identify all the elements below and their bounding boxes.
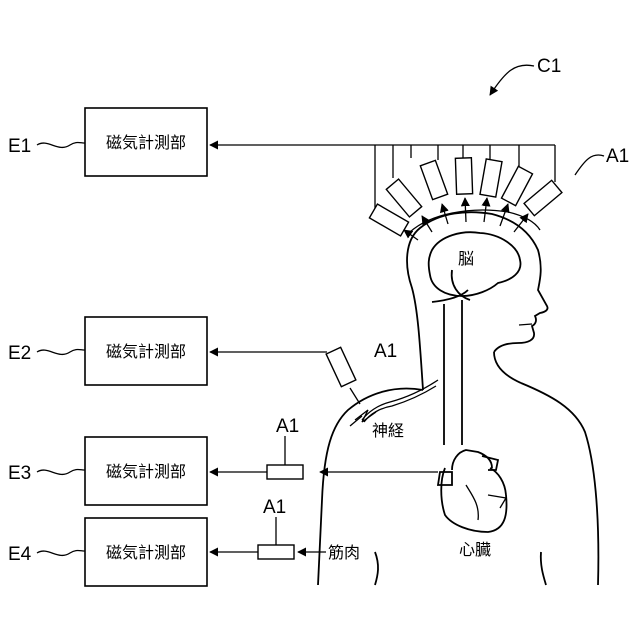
measurement-unit-e1: 磁気計測部 E1 (8, 108, 207, 176)
heart-label: 心臓 (459, 540, 491, 559)
heart-top (452, 450, 492, 470)
measurement-unit-e2: 磁気計測部 E2 (8, 317, 207, 385)
sensor (386, 179, 421, 217)
nerve-branch (350, 416, 362, 426)
sensor (326, 347, 356, 386)
brain-field-arrow (514, 214, 528, 232)
unit-id: E3 (8, 463, 31, 484)
unit-label: 磁気計測部 (106, 543, 186, 562)
mouth (519, 324, 532, 325)
leader-line (37, 551, 85, 556)
brain-field-arrow (500, 204, 508, 226)
sensor-array-leader (575, 155, 604, 175)
brain: 脳 (429, 232, 521, 302)
sensor (480, 159, 502, 197)
measurement-unit-e4: 磁気計測部 E4 (8, 518, 207, 586)
measurement-unit-e3: 磁気計測部 E3 (8, 437, 207, 505)
human-body-outline (318, 212, 598, 585)
unit-id: E1 (8, 136, 31, 157)
sensor (420, 160, 447, 199)
brain-sensor-array: A1 (210, 145, 629, 240)
sensor-lead (350, 388, 360, 404)
diagram-id-arrow (490, 65, 534, 95)
leader-line (37, 350, 85, 355)
nerve-sensor: A1 (210, 341, 397, 404)
leader-line (37, 143, 85, 148)
unit-label: 磁気計測部 (106, 133, 186, 152)
nerve-label: 神経 (372, 421, 404, 440)
sensor (267, 465, 303, 479)
torso-right (521, 383, 598, 585)
sensor (524, 180, 562, 215)
sensor-label: A1 (276, 416, 299, 437)
nerve-fiber (364, 386, 436, 422)
right-arm-crease (541, 552, 546, 585)
unit-label: 磁気計測部 (106, 342, 186, 361)
brain-outline (429, 232, 521, 296)
diagram-id-label: C1 (537, 56, 561, 77)
unit-label: 磁気計測部 (106, 462, 186, 481)
leader-line (37, 470, 85, 475)
head-outline (407, 212, 547, 390)
heart-groove (466, 485, 478, 520)
pulmonary-branch (482, 456, 498, 470)
heart-outline (441, 468, 506, 532)
sensor (258, 545, 294, 559)
sensor-label: A1 (374, 341, 397, 362)
aorta-branch (438, 472, 452, 485)
muscle-sensor: 筋肉 A1 (210, 497, 360, 562)
brain-field-arrow (465, 198, 466, 222)
left-arm-crease (375, 552, 378, 585)
neck-front (494, 352, 521, 383)
brain-label: 脳 (458, 249, 474, 268)
heart: 心臓 (438, 450, 507, 559)
brain-field-arrow (422, 216, 432, 232)
sensor-label: A1 (263, 497, 286, 518)
muscle-label: 筋肉 (328, 543, 360, 562)
sensor (455, 158, 472, 195)
sensor-array-label: A1 (606, 146, 629, 167)
heart-detail (488, 495, 506, 508)
unit-id: E2 (8, 343, 31, 364)
unit-id: E4 (8, 544, 32, 565)
